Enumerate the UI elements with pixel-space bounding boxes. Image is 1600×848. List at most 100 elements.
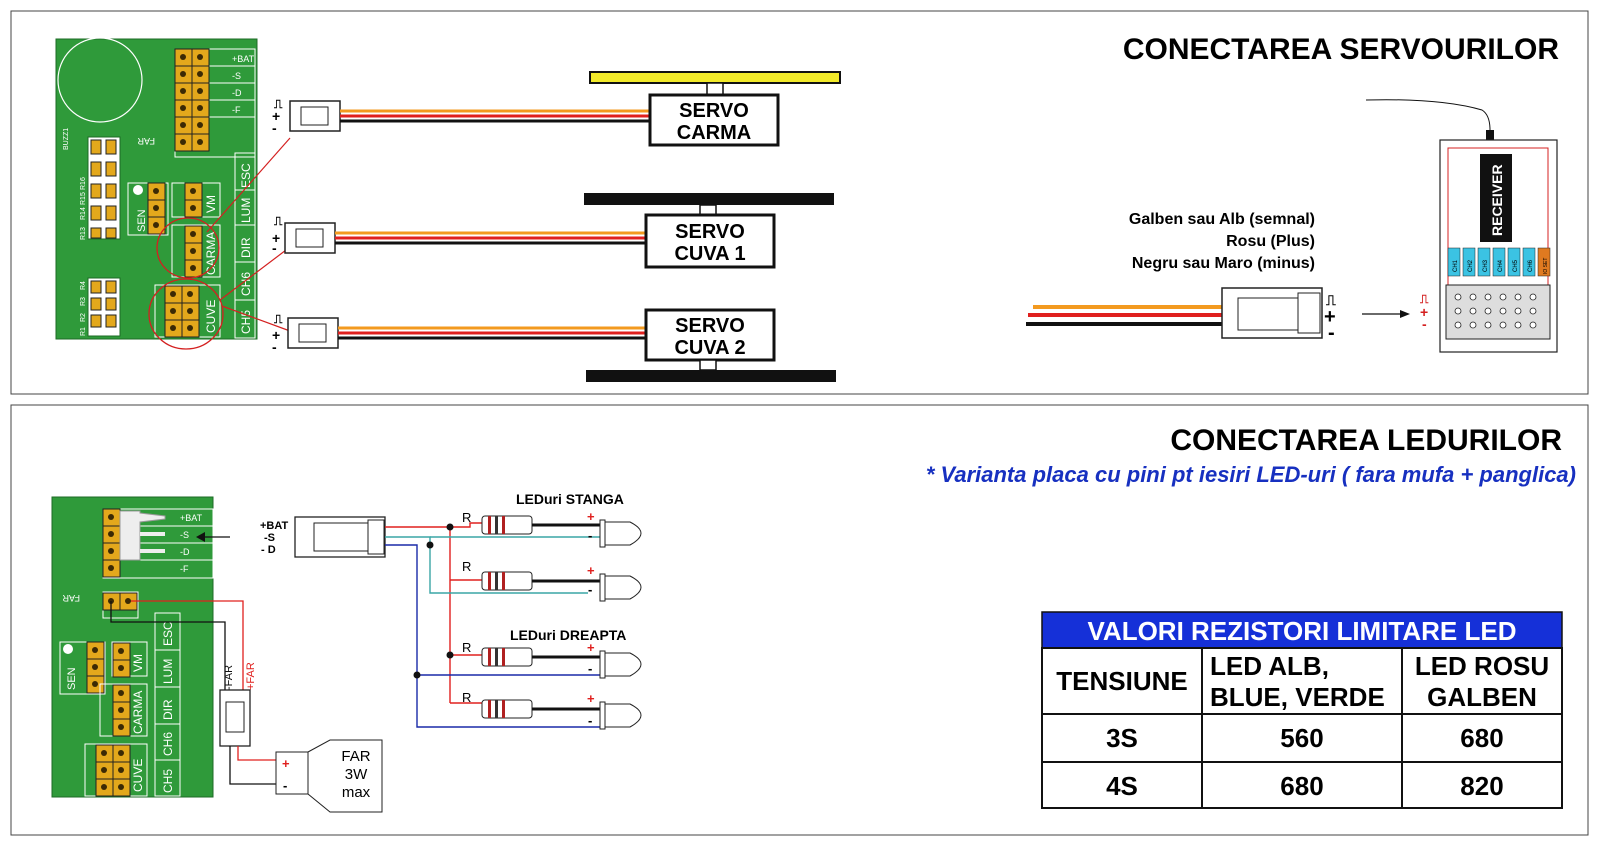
servo-cable-cuva-2: ⎍ + - bbox=[272, 312, 646, 355]
svg-text:R: R bbox=[462, 559, 471, 574]
table-cell-4s-rosu: 820 bbox=[1460, 771, 1503, 801]
port-label-cuve: CUVE bbox=[204, 300, 218, 333]
svg-text:-: - bbox=[588, 713, 592, 728]
svg-text:+: + bbox=[587, 563, 595, 578]
bottom-sen-label: SEN bbox=[66, 667, 78, 690]
resistor-array-top bbox=[87, 136, 121, 337]
resistor-label-r2: R2 bbox=[80, 313, 87, 322]
svg-text:+: + bbox=[587, 640, 595, 655]
svg-text:+: + bbox=[272, 327, 280, 343]
svg-text:-: - bbox=[588, 528, 592, 543]
led-resistor-1: R bbox=[462, 510, 600, 535]
table-cell-3s: 3S bbox=[1106, 723, 1138, 753]
led-conn-s: -S bbox=[264, 532, 275, 544]
bottom-header-s: -S bbox=[180, 530, 189, 540]
cuve-highlight bbox=[148, 278, 224, 350]
table-cell-4s-alb: 680 bbox=[1280, 771, 1323, 801]
receiver-label: RECEIVER bbox=[1489, 164, 1505, 236]
header-label-s: -S bbox=[232, 71, 241, 81]
receiver-ch3: CH3 bbox=[1483, 259, 1489, 272]
svg-text:+: + bbox=[1420, 304, 1428, 320]
table-header-led-alb-1: LED ALB, bbox=[1210, 651, 1329, 681]
bottom-header-f: -F bbox=[180, 564, 189, 574]
carma-highlight bbox=[156, 217, 220, 279]
header-label-d: -D bbox=[232, 88, 242, 98]
resistor-label-r14: R14 bbox=[80, 207, 87, 220]
header-label-bat: +BAT bbox=[232, 54, 255, 64]
bottom-port-vm: VM bbox=[131, 654, 145, 672]
bottom-port-carma: CARMA bbox=[131, 691, 145, 734]
bottom-port-ch5: CH5 bbox=[161, 769, 175, 793]
svg-text:+: + bbox=[272, 230, 280, 246]
svg-text:-: - bbox=[1328, 322, 1335, 344]
resistor-label-r16: R16 bbox=[80, 177, 87, 190]
wire-legend-plus: Rosu (Plus) bbox=[1226, 233, 1315, 250]
svg-text:⎍: ⎍ bbox=[273, 97, 283, 111]
far-plus-label: +FAR bbox=[245, 662, 257, 690]
resistor-table: VALORI REZISTORI LIMITARE LED TENSIUNE L… bbox=[1041, 611, 1563, 809]
led-resistor-3: R bbox=[462, 640, 600, 667]
port-label-lum: LUM bbox=[239, 198, 253, 223]
servo-cuva-1: SERVO CUVA 1 bbox=[584, 193, 834, 269]
table-header-led-rosu-2: GALBEN bbox=[1427, 682, 1537, 712]
bottom-port-cuve: CUVE bbox=[131, 759, 145, 792]
table-header-led-rosu-1: LED ROSU bbox=[1415, 651, 1549, 681]
led-section-subtitle: * Varianta placa cu pini pt iesiri LED-u… bbox=[926, 462, 1576, 487]
resistor-label-r13: R13 bbox=[80, 227, 87, 240]
pcb-board-bottom: +BAT -S -D -F FAR SEN VM CARMA CUVE ESC … bbox=[51, 496, 214, 798]
bottom-port-lum: LUM bbox=[161, 659, 175, 684]
resistor-label-r4: R4 bbox=[80, 281, 87, 290]
svg-text:+: + bbox=[587, 691, 595, 706]
table-cell-4s: 4S bbox=[1106, 771, 1138, 801]
receiver-pin-grid bbox=[1454, 293, 1537, 329]
buzzer-label: BUZZ1 bbox=[63, 128, 70, 150]
receiver: RECEIVER CH1 CH2 CH3 CH4 CH5 CH6 IO SET bbox=[1365, 99, 1558, 353]
led-group-right: LEDuri DREAPTA bbox=[510, 627, 626, 643]
port-label-vm: VM bbox=[204, 195, 218, 213]
bottom-header-bat: +BAT bbox=[180, 513, 203, 523]
wire-legend-minus: Negru sau Maro (minus) bbox=[1132, 255, 1315, 272]
bottom-port-esc: ESC bbox=[161, 621, 175, 646]
far-box-line1: FAR bbox=[341, 748, 370, 765]
svg-text:-: - bbox=[588, 661, 592, 676]
servo-cable-carma: ⎍ + - bbox=[272, 97, 650, 136]
servo-carma-line1: SERVO bbox=[679, 100, 749, 122]
far-minus-label: -FAR bbox=[223, 665, 235, 690]
servo-section-title: CONECTAREA SERVOURILOR bbox=[1123, 33, 1559, 66]
led-conn-d: - D bbox=[261, 544, 276, 556]
receiver-ch6: CH6 bbox=[1528, 259, 1534, 272]
svg-text:-: - bbox=[272, 339, 277, 355]
servo-cable-cuva-1: ⎍ + - bbox=[272, 214, 646, 256]
bottom-header-d: -D bbox=[180, 547, 190, 557]
port-label-dir: DIR bbox=[239, 237, 253, 258]
bottom-far-label: FAR bbox=[62, 593, 80, 603]
svg-text:+: + bbox=[272, 108, 280, 124]
resistor-label-r15: R15 bbox=[80, 192, 87, 205]
led-section-title: CONECTAREA LEDURILOR bbox=[1170, 424, 1562, 457]
svg-text:R: R bbox=[462, 690, 471, 705]
led-wiring bbox=[385, 522, 600, 728]
table-cell-3s-alb: 560 bbox=[1280, 723, 1323, 753]
svg-text:+: + bbox=[587, 509, 595, 524]
receiver-ch5: CH5 bbox=[1513, 259, 1519, 272]
led-3: + - bbox=[587, 640, 642, 679]
led-conn-bat: +BAT bbox=[260, 520, 288, 532]
wire-legend-signal: Galben sau Alb (semnal) bbox=[1129, 211, 1315, 228]
table-title: VALORI REZISTORI LIMITARE LED bbox=[1088, 616, 1517, 646]
servo-plug-example: ⎍ + - ⎍ + - bbox=[1026, 287, 1429, 344]
sen-label: SEN bbox=[136, 209, 148, 232]
receiver-channels: CH1 CH2 CH3 CH4 CH5 CH6 IO SET bbox=[1447, 247, 1551, 277]
led-resistor-2: R bbox=[462, 559, 600, 591]
led-resistor-4: R bbox=[462, 690, 600, 719]
svg-text:+: + bbox=[1324, 306, 1336, 328]
svg-text:-: - bbox=[283, 778, 287, 793]
led-group-left: LEDuri STANGA bbox=[516, 491, 624, 507]
power-header-pins bbox=[174, 48, 210, 152]
far-box-line3: max bbox=[342, 784, 371, 801]
table-header-tensiune: TENSIUNE bbox=[1056, 666, 1187, 696]
svg-text:-: - bbox=[272, 240, 277, 256]
bottom-port-dir: DIR bbox=[161, 699, 175, 720]
servo-carma-line2: CARMA bbox=[677, 122, 751, 144]
pcb-board-top: BUZZ1 +BAT -S -D -F FAR bbox=[55, 37, 258, 340]
led-connector: +BAT -S - D bbox=[260, 516, 386, 558]
